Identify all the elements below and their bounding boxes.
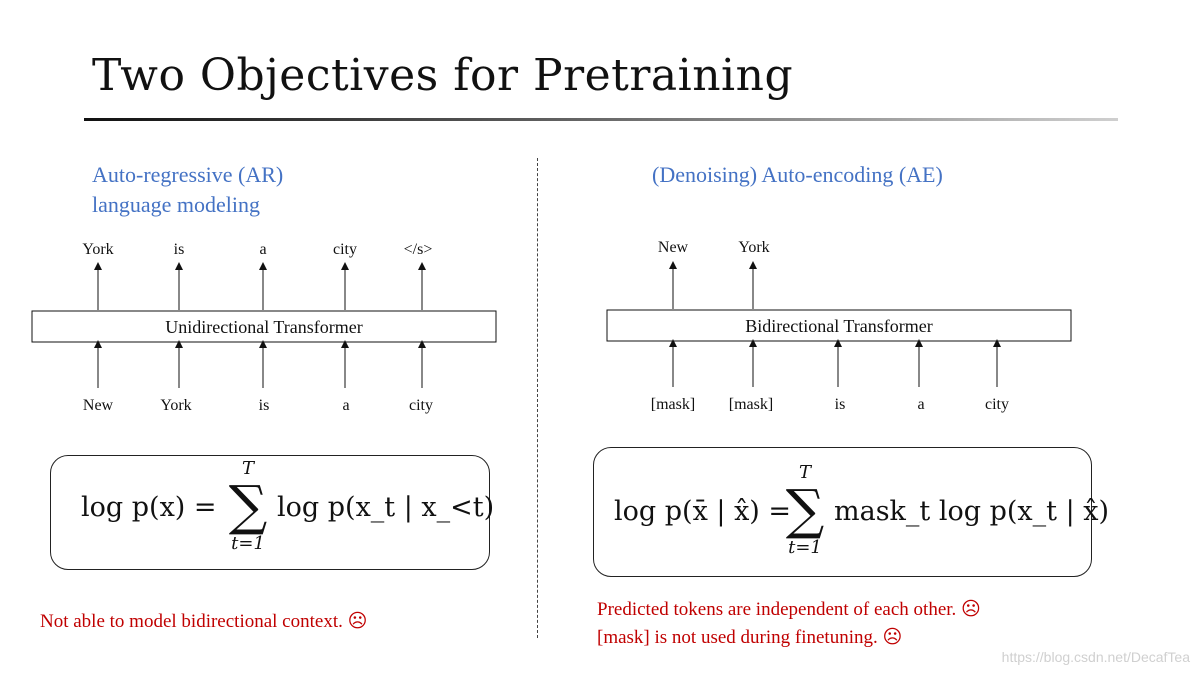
ae-heading: (Denoising) Auto-encoding (AE): [652, 162, 943, 187]
ae-formula-box: log p(x̄ | x̂) = T ∑ t=1 mask_t log p(x_…: [593, 447, 1109, 577]
ar-heading: Auto-regressive (AR) language modeling: [92, 160, 283, 220]
ar-sum-lower: t=1: [231, 533, 265, 554]
ae-formula-rhs: mask_t log p(x_t | x̂): [834, 496, 1110, 527]
ar-sum-symbol: ∑: [228, 474, 268, 537]
section-divider: [537, 158, 538, 638]
ar-input-token: city: [409, 397, 433, 414]
ae-sum-lower: t=1: [788, 537, 822, 558]
ae-formula-sum: T ∑ t=1: [780, 462, 830, 558]
ar-input-token: is: [259, 397, 270, 414]
ae-note-line1: Predicted tokens are independent of each…: [597, 599, 981, 620]
ae-input-token: [mask]: [729, 396, 773, 413]
ae-note-line2: [mask] is not used during finetuning. ☹: [597, 627, 903, 648]
ar-output-token: York: [82, 241, 113, 258]
ar-input-token: a: [342, 397, 349, 414]
ae-input-token: city: [985, 396, 1009, 413]
ar-heading-line1: Auto-regressive (AR): [92, 162, 284, 187]
ar-formula-lhs: log p(x) =: [81, 492, 217, 523]
ae-sum-symbol: ∑: [785, 478, 825, 541]
ae-sum-upper: T: [798, 462, 811, 483]
ae-output-token: York: [738, 239, 769, 256]
ae-input-token: is: [835, 396, 846, 413]
ar-output-token: is: [174, 241, 185, 258]
ar-output-token: </s>: [404, 241, 433, 258]
ar-transformer-label: Unidirectional Transformer: [165, 317, 362, 337]
ar-input-token: York: [160, 397, 191, 414]
ae-output-token: New: [658, 239, 689, 256]
title-rule: [84, 118, 1118, 121]
ar-formula-rhs: log p(x_t | x_<t): [277, 492, 495, 523]
ar-heading-line2: language modeling: [92, 192, 261, 217]
ae-limitation-note: Predicted tokens are independent of each…: [597, 596, 981, 652]
ae-transformer-label: Bidirectional Transformer: [745, 316, 932, 336]
ar-input-token: New: [83, 397, 114, 414]
ae-input-token: a: [917, 396, 924, 413]
ae-formula-lhs: log p(x̄ | x̂) =: [614, 496, 792, 527]
ar-formula-box: log p(x) = T ∑ t=1 log p(x_t | x_<t): [50, 455, 494, 570]
ar-limitation-note: Not able to model bidirectional context.…: [40, 611, 368, 632]
ar-sum-upper: T: [241, 458, 254, 479]
slide-title: Two Objectives for Pretraining: [92, 50, 794, 101]
watermark: https://blog.csdn.net/DecafTea: [1001, 649, 1190, 665]
ar-formula-sum: T ∑ t=1: [223, 458, 273, 554]
ar-output-token: a: [259, 241, 266, 258]
ar-output-token: city: [333, 241, 357, 258]
ae-input-token: [mask]: [651, 396, 695, 413]
